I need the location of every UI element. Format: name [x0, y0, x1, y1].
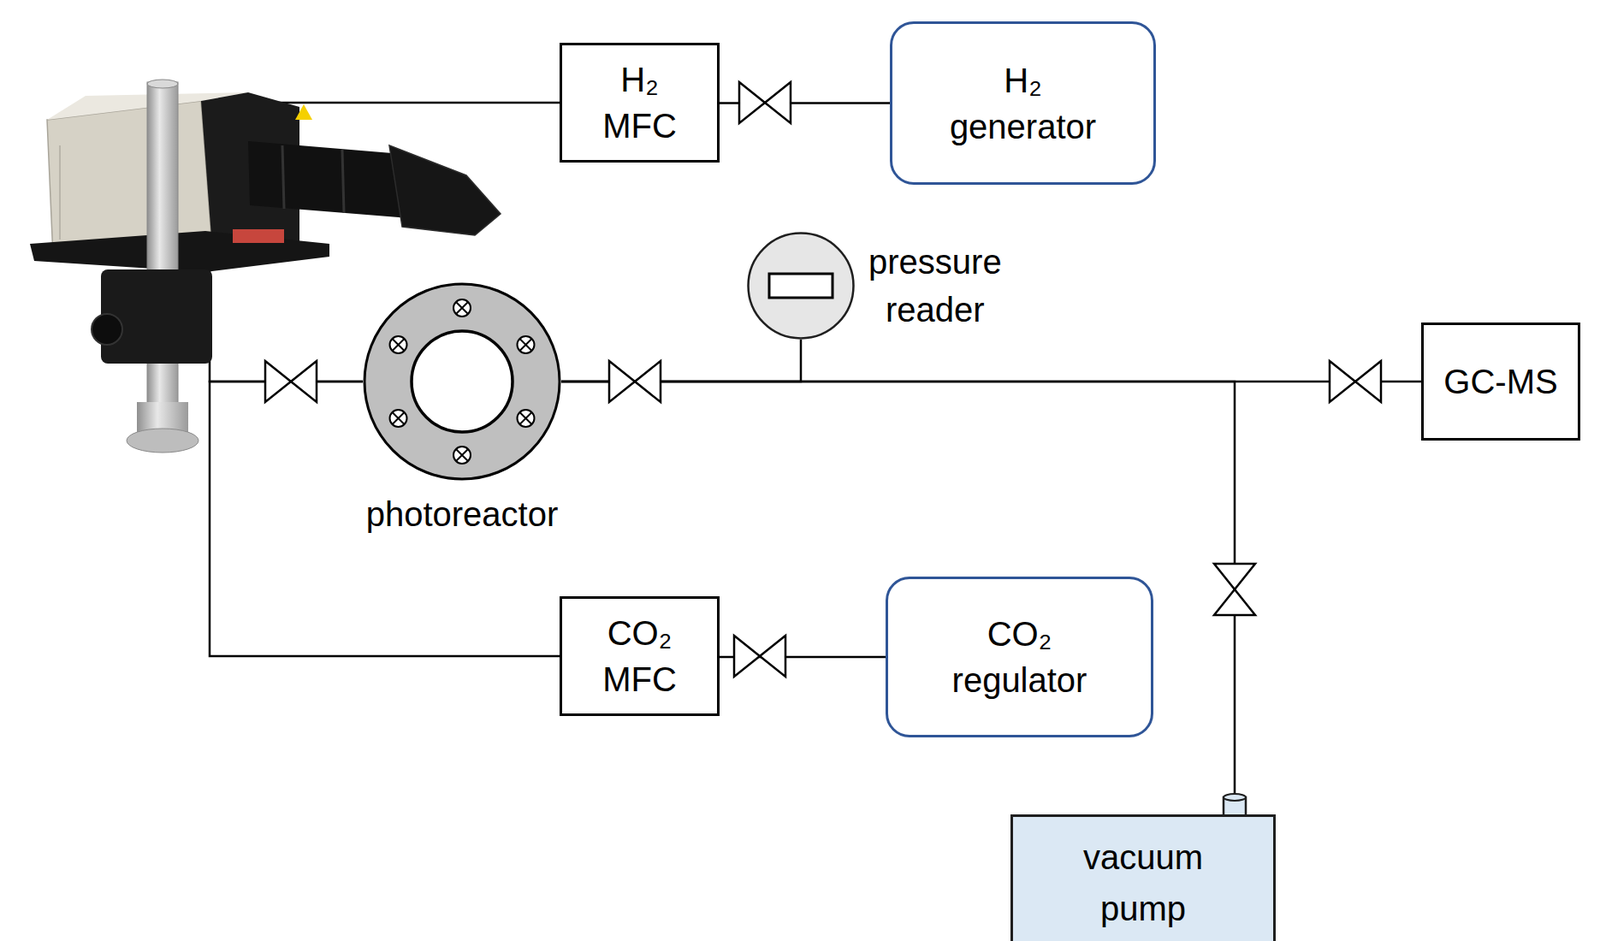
regulator-box: CO₂ regulator	[885, 576, 1154, 738]
reactor-flange	[364, 284, 560, 480]
valve-symbol	[739, 82, 765, 124]
bolt-head	[390, 336, 408, 354]
bolt-cross	[456, 302, 469, 315]
valve-symbol	[265, 361, 291, 403]
lamp-housing-seam	[59, 145, 61, 240]
bolt-symbol	[453, 446, 471, 464]
reactor-outline	[362, 282, 562, 481]
valve-symbol	[759, 635, 786, 677]
lamp-clamp	[100, 269, 213, 364]
lamp-tube-ring	[282, 145, 285, 209]
bolt-head	[516, 336, 534, 354]
bolt-symbol	[516, 336, 534, 354]
valve-symbol	[290, 361, 317, 403]
warning-triangle	[295, 104, 313, 120]
node-label: CO₂ regulator	[952, 610, 1088, 704]
bolt-cross	[519, 412, 532, 425]
node-label: CO₂ MFC	[602, 610, 677, 703]
bolt-head	[453, 299, 471, 317]
valve-symbol	[764, 82, 791, 124]
bolt-symbol	[516, 409, 534, 427]
bolt-symbol	[390, 409, 408, 427]
bolt-head	[516, 409, 534, 427]
pipe-line	[561, 339, 801, 382]
pump-box: vacuum pump	[1010, 814, 1276, 941]
bolt-cross	[392, 338, 405, 351]
valve-symbol	[609, 361, 635, 403]
pump-inlet-top	[1223, 794, 1246, 801]
gauge-dial	[748, 233, 854, 339]
bolt-cross	[456, 449, 469, 462]
lamp-foot-base	[126, 428, 199, 453]
lamp-mirror-head	[389, 145, 501, 236]
analyzer-box: GC-MS	[1421, 322, 1581, 441]
pump-inlet	[1223, 794, 1246, 817]
lamp-lens-tube	[248, 141, 409, 219]
generator-box: H₂ generator	[889, 21, 1156, 185]
node-label: H₂ generator	[949, 57, 1097, 150]
lamp-sticker	[232, 229, 285, 243]
node-label: GC-MS	[1443, 358, 1558, 405]
node-label: vacuum pump	[1083, 831, 1203, 935]
gauge-outline	[746, 231, 855, 340]
valve-symbol	[1355, 361, 1381, 403]
bolt-symbol	[390, 336, 408, 354]
valve-symbol	[634, 361, 661, 403]
lamp-post-top	[147, 79, 178, 89]
gauge-display	[769, 273, 833, 298]
valve-symbol	[1329, 361, 1356, 403]
bolt-head	[453, 446, 471, 464]
mfc-box: CO₂ MFC	[559, 596, 720, 717]
lamp-clamp-knob	[91, 314, 123, 345]
photoreactor: photoreactor	[362, 282, 562, 481]
valve-symbol	[1214, 589, 1256, 616]
pressure-gauge: pressure reader	[746, 231, 855, 340]
node-caption: photoreactor	[366, 491, 559, 538]
bolt-symbol	[453, 299, 471, 317]
bolt-cross	[392, 412, 405, 425]
valve-symbol	[734, 635, 760, 677]
bolt-head	[390, 409, 408, 427]
bolt-cross	[519, 338, 532, 351]
lamp-base-plate	[29, 231, 330, 273]
valve-symbol	[1214, 563, 1256, 590]
node-label: H₂ MFC	[602, 56, 677, 149]
valve-symbols	[265, 82, 1381, 677]
node-caption: pressure reader	[868, 237, 1002, 334]
mfc-box: H₂ MFC	[559, 42, 720, 163]
lamp-tube-ring	[342, 149, 344, 214]
reactor-window	[411, 331, 513, 433]
